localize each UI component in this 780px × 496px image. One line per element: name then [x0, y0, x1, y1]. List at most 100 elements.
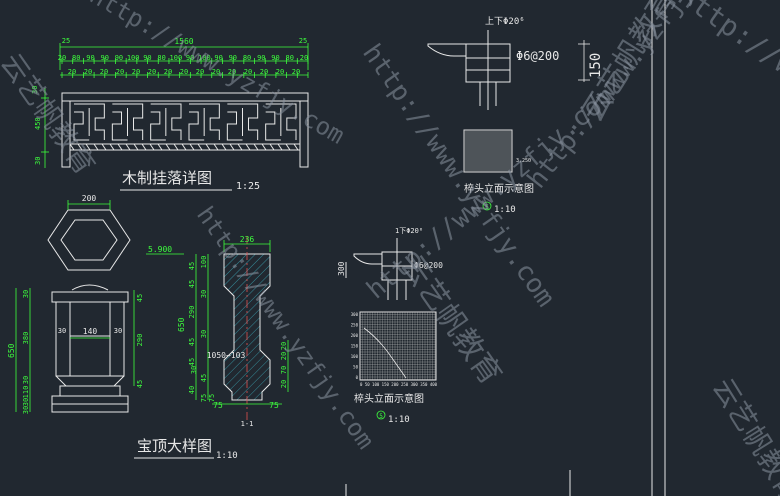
beam-head-mid-y-tick: 300 [351, 312, 359, 317]
hanging-panel-bay-top-label: 90 [229, 54, 237, 62]
beam-head-mid-y-tick: 150 [351, 344, 359, 349]
hanging-panel-bay-bottom-label: 20 [276, 68, 284, 76]
section-left-dim-label: 45 [188, 338, 196, 346]
hanging-panel-bay-top-label: 90 [100, 54, 108, 62]
hanging-panel-bay-top-label: 90 [86, 54, 94, 62]
beam-head-mid-x-ticks: 0 50 100 150 200 250 300 350 400 [360, 382, 438, 387]
section-bottom-dim-right: 75 [269, 401, 279, 410]
section-total-height: 650 [177, 317, 186, 332]
section-right-dim-label: 20 [280, 352, 288, 360]
watermark-url-3: http://www.yzfjy.com [191, 201, 380, 454]
hanging-panel-bay-bottom-label: 20 [212, 68, 220, 76]
beam-head-detail-mid: 1下Φ20⁶ Φ6@200 300 [337, 227, 443, 300]
section-top-width: 236 [240, 235, 255, 244]
hanging-panel-bay-bottom-label: 20 [116, 68, 124, 76]
section-left-dim-label: 45 [188, 280, 196, 288]
hanging-panel-bay-bottom-label: 20 [84, 68, 92, 76]
section-lower-dim-label: 75 [208, 394, 216, 402]
hanging-panel-bay-bottom-label: 20 [132, 68, 140, 76]
hanging-panel-lattice [61, 92, 309, 168]
hanging-panel-bay-top-label: 90 [186, 54, 194, 62]
section-mid-center: 1050~103 [207, 351, 246, 360]
beam-head-elevation-mid: 300 250 200 150 100 50 0 0 50 100 150 200 250 … [351, 311, 438, 425]
hanging-panel-title: 木制挂落详图 [122, 169, 212, 187]
beam-head-mid-rebar-note: 1下Φ20⁶ [395, 227, 423, 235]
section-mid-dim-label: 100 [200, 256, 208, 269]
beam-head-mid-y-tick: 100 [351, 354, 359, 359]
hanging-panel-end-margin-right: 25 [299, 37, 307, 45]
beam-head-top-rebar-note: 上下Φ20⁶ [485, 16, 525, 27]
finial-left-dim-label: 30 [22, 376, 30, 384]
finial-total-height: 650 [7, 343, 16, 358]
hanging-panel-bay-top-label: 90 [271, 54, 279, 62]
section-right-dim-label: 20 [280, 380, 288, 388]
section-bottom-dim-left: 75 [213, 401, 223, 410]
finial-side-dim-right: 30 [114, 327, 122, 335]
hanging-panel-bay-top-label: 80 [72, 54, 80, 62]
finial-elevation [51, 284, 129, 413]
beam-head-mid-y-ticks: 300 250 200 150 100 50 0 [351, 312, 359, 380]
finial-plan-width: 200 [82, 194, 97, 203]
hanging-panel-bay-top-label: 90 [143, 54, 151, 62]
hanging-panel-bay-bottom-label: 20 [292, 68, 300, 76]
hanging-panel-bay-bottom-label: 20 [196, 68, 204, 76]
hanging-panel-bay-top-label: 90 [214, 54, 222, 62]
section-mid-dim-label: 30 [200, 330, 208, 338]
beam-head-top-scale: 1:10 [494, 205, 516, 215]
hanging-panel-end-margin-left: 25 [62, 37, 70, 45]
hanging-panel-bay-top-label: 20 [58, 54, 66, 62]
hanging-panel-bay-bottom-label: 20 [228, 68, 236, 76]
beam-head-mid-circle-no: 5 [379, 413, 383, 420]
hanging-panel-overall-width: 1560 [174, 37, 193, 46]
beam-head-top-circle-no: 5 [485, 204, 489, 211]
beam-head-mid-scale: 1:10 [388, 415, 410, 425]
beam-head-mid-y-tick: 50 [353, 365, 358, 370]
section-elevation: 5.900 [148, 245, 172, 254]
finial-left-dim-label: 30 [22, 290, 30, 298]
hanging-panel-bay-bottom-label: 20 [68, 68, 76, 76]
hanging-panel-bay-top-label: 90 [115, 54, 123, 62]
finial-title: 宝顶大样图 [137, 437, 212, 455]
section-left-dim-label: 45 [188, 262, 196, 270]
hanging-panel-bay-bottom-label: 20 [244, 68, 252, 76]
beam-head-mid-y-tick: 0 [356, 375, 359, 380]
beam-head-top-dim: 150 [588, 53, 604, 78]
hanging-panel-bay-top-label: 80 [286, 54, 294, 62]
hanging-panel-bay-bottom-label: 20 [148, 68, 156, 76]
watermark-url-6: http://www.yzfjy.com [672, 0, 780, 199]
hanging-panel-bay-top-label: 100 [127, 54, 140, 62]
section-mid-dim-label: 30 [200, 290, 208, 298]
beam-head-top-stirrup: Φ6@200 [516, 49, 559, 63]
watermark-brand-4: 云艺帆教育 [706, 372, 780, 496]
beam-head-mid-stirrup: Φ6@200 [414, 261, 443, 270]
section-right-dim-label: 20 [280, 342, 288, 350]
watermark-brand-2: 云艺帆教育 [393, 249, 508, 392]
beam-head-mid-y-tick: 200 [351, 333, 359, 338]
section-left-dim-label: 290 [188, 306, 196, 319]
section-lower-dim-label: 75 [200, 394, 208, 402]
beam-head-mid-y-tick: 250 [351, 323, 359, 328]
beam-head-detail-top: 上下Φ20⁶ Φ6@200 150 [427, 16, 604, 110]
hanging-panel-bay-top-label: 100 [198, 54, 211, 62]
hanging-panel-height-top: 30 [31, 86, 39, 94]
beam-head-elevation-top: 3,250 椊头立面示意图 5 1:10 [463, 129, 534, 215]
section-mid-dim-label: 45 [200, 374, 208, 382]
beam-head-elevation-mid-title: 椊头立面示意图 [354, 392, 424, 405]
hanging-panel-bay-bottom-label: 20 [164, 68, 172, 76]
hanging-panel-bay-top-label: 90 [257, 54, 265, 62]
finial-left-dim-label: 110 [22, 386, 30, 399]
hanging-panel-bay-bottom-label: 20 [180, 68, 188, 76]
hanging-panel-bay-top-label: 100 [170, 54, 183, 62]
hanging-panel-bay-top-label: 20 [300, 54, 308, 62]
hanging-panel-dimension-ticks [61, 58, 309, 78]
